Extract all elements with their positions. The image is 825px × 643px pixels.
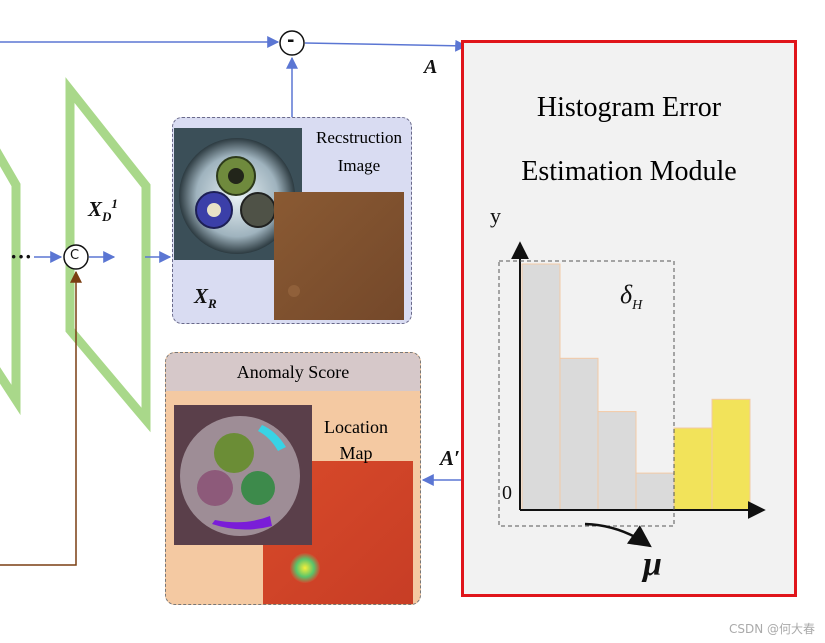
label-a-prime: A′ [440,446,460,471]
label-a: A [424,56,437,79]
histogram-origin-label: 0 [502,482,512,505]
label-xr: XR [194,284,217,312]
label-xd-sup: 1 [111,196,118,211]
delta-subscript: H [632,298,642,313]
label-xd-main: X [88,197,102,221]
label-xd: XD1 [88,196,118,225]
label-xr-main: X [194,284,208,308]
delta-symbol: δ [620,280,632,309]
ellipsis-label: ··· [10,244,32,270]
label-xr-sub: R [208,296,217,311]
histogram-bin [522,264,560,510]
mu-label: μ [643,546,662,584]
histogram-bin [674,428,712,510]
subtract-symbol: - [287,30,294,51]
concat-symbol: C [70,248,79,263]
mu-curve-arrow [585,524,650,546]
label-xd-sub: D [102,209,111,224]
histogram-bin [598,412,636,510]
histogram-y-label: y [490,203,501,229]
histogram-bin [712,399,750,510]
histogram-bin [560,358,598,510]
histogram-bin [636,473,674,510]
watermark: CSDN @何大春 [729,620,815,637]
delta-h-label: δH [620,280,642,314]
